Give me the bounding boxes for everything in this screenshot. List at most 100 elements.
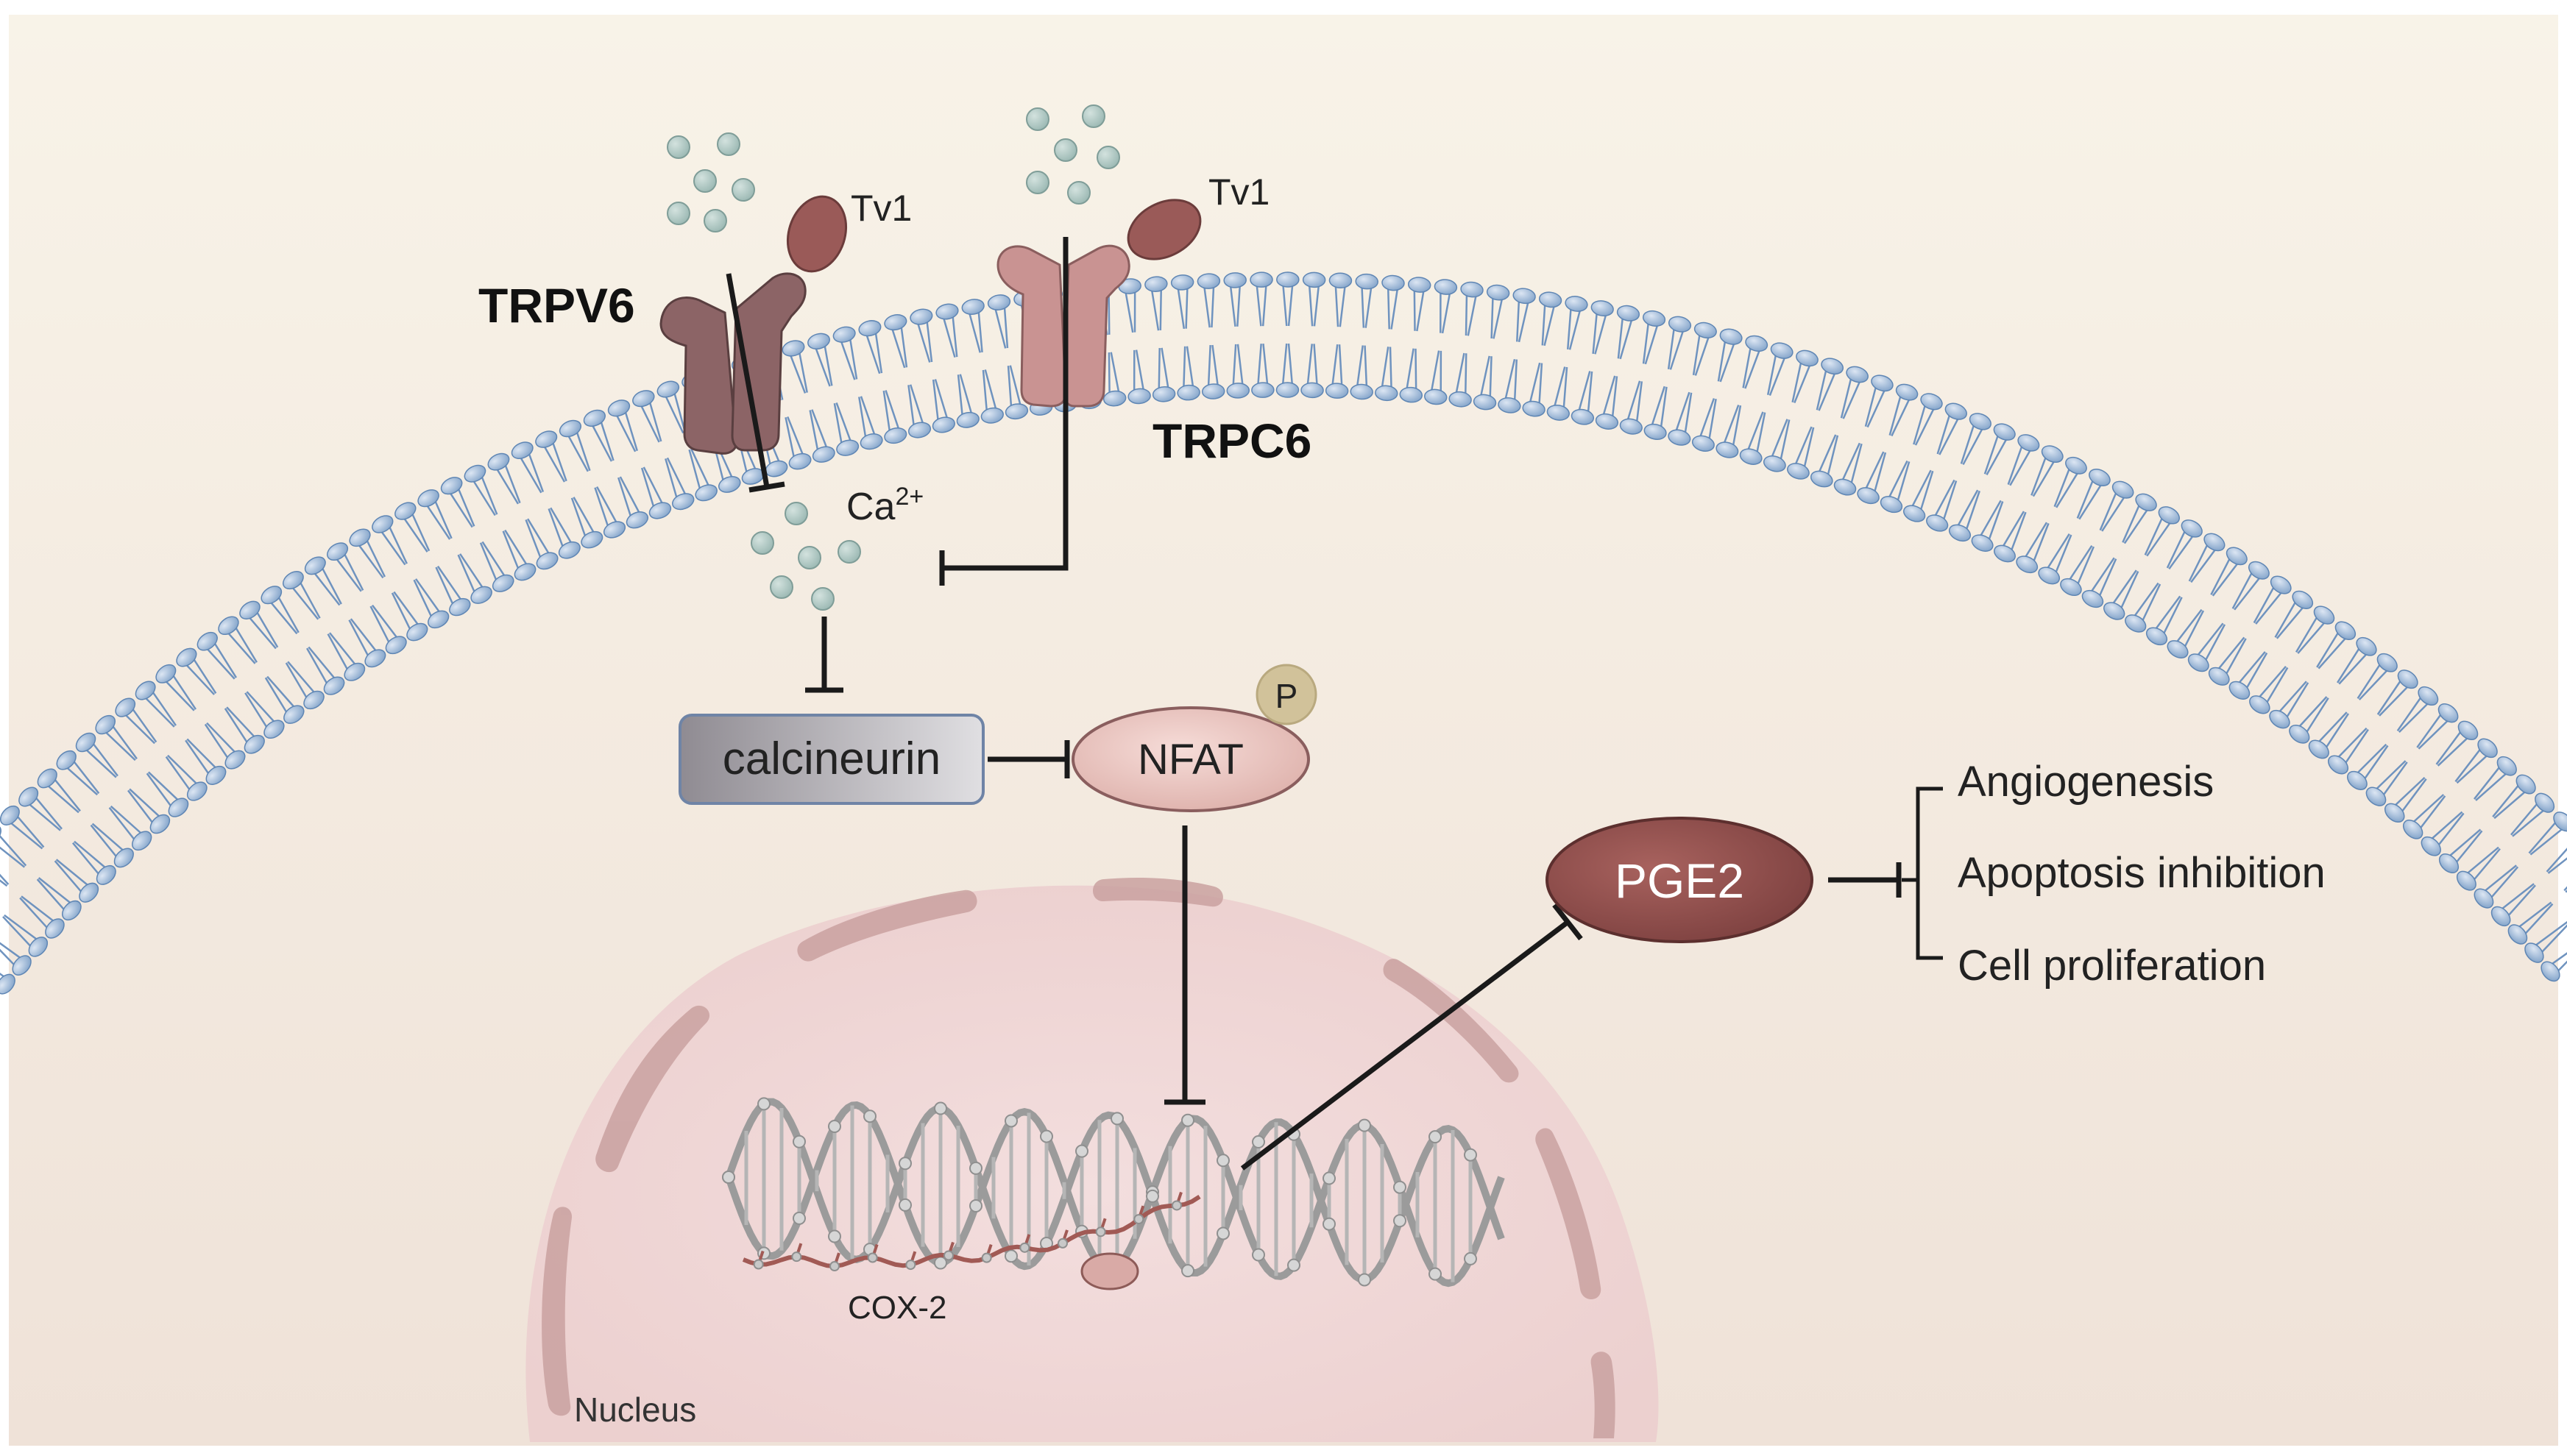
- cox2-pge2-block-line: [1240, 919, 1571, 1171]
- outcome-apoptosis-inhibition: Apoptosis inhibition: [1958, 849, 2326, 897]
- tv1-antibody-left: [786, 195, 848, 273]
- lipid: [0, 973, 15, 995]
- lipid: [155, 664, 246, 770]
- lipid: [95, 714, 189, 817]
- lipid: [2249, 606, 2335, 714]
- lipid: [327, 542, 407, 655]
- lipid: [18, 786, 116, 885]
- lipid: [1787, 358, 1844, 480]
- lipid: [1763, 349, 1819, 472]
- lipid: [782, 340, 835, 463]
- lipid: [2384, 720, 2479, 823]
- lipid: [261, 586, 345, 695]
- lipid: [2167, 547, 2248, 658]
- lipid: [115, 697, 208, 801]
- lipid: [394, 502, 471, 617]
- pge2-label: PGE2: [1615, 853, 1744, 908]
- dna-node: [1393, 1180, 1406, 1194]
- lipid: [56, 750, 152, 851]
- lipid: [1619, 310, 1666, 435]
- dna-node: [793, 1134, 806, 1148]
- dna-node: [1464, 1251, 1477, 1265]
- lipid: [2328, 670, 2418, 775]
- dna-node: [863, 1109, 877, 1123]
- lipid: [1994, 445, 2064, 563]
- lipid: [417, 489, 492, 604]
- lipid: [2145, 533, 2226, 646]
- dna-node: [757, 1097, 771, 1111]
- cell-membrane: [0, 271, 2567, 995]
- lipid: [1739, 342, 1794, 465]
- dna-node: [793, 1211, 806, 1225]
- lipid: [196, 631, 285, 739]
- dna-node: [828, 1229, 841, 1243]
- lipid: [135, 681, 227, 785]
- cox2-mrna: [742, 1191, 1201, 1272]
- trpc6-label: TRPC6: [1153, 413, 1311, 468]
- lipid: [1716, 335, 1768, 458]
- tv1-trpv6-block-bar: [748, 481, 785, 493]
- lipid: [1223, 272, 1250, 399]
- dna-node: [899, 1157, 912, 1171]
- mrna-node: [791, 1251, 802, 1263]
- lipid: [304, 556, 386, 668]
- lipid: [372, 515, 450, 629]
- lipid: [1571, 300, 1614, 425]
- lipid: [1880, 393, 1943, 514]
- lipid: [2346, 686, 2439, 790]
- lipid: [2456, 792, 2555, 891]
- lipid: [0, 824, 82, 921]
- lipid: [1857, 383, 1919, 505]
- nfat-ellipse: [1072, 706, 1310, 812]
- lipid: [2269, 621, 2357, 729]
- lipid: [559, 419, 626, 539]
- lipid: [2421, 756, 2517, 856]
- dna-node: [1323, 1217, 1336, 1231]
- dna-node: [1358, 1118, 1371, 1132]
- phospho-circle: [1256, 664, 1317, 725]
- mrna-node: [753, 1259, 764, 1270]
- lipid: [1473, 284, 1510, 411]
- lipid: [511, 441, 581, 559]
- trpv6-label: TRPV6: [478, 278, 635, 333]
- dna-node: [828, 1120, 841, 1134]
- lipid: [2308, 653, 2398, 759]
- lipid: [1118, 278, 1151, 405]
- lipid: [535, 430, 603, 549]
- lipid: [807, 333, 860, 456]
- lipid: [1833, 374, 1894, 496]
- dna-node: [1252, 1248, 1265, 1262]
- lipid: [239, 600, 325, 710]
- trpc6-subunit-left: [996, 245, 1067, 408]
- calcium-charge: 2+: [895, 483, 924, 511]
- lipid: [176, 647, 265, 754]
- lipid: [1300, 271, 1326, 399]
- dna-node: [1111, 1112, 1124, 1126]
- lipid: [884, 314, 932, 438]
- calcium-label: Ca2+: [846, 483, 924, 528]
- lipid: [1595, 305, 1640, 430]
- cox2-label: COX-2: [848, 1290, 946, 1326]
- phospho-label: P: [1275, 677, 1298, 715]
- polymerase-blob: [1080, 1252, 1139, 1290]
- lipid: [2038, 469, 2111, 585]
- mrna-node: [1058, 1237, 1068, 1249]
- nucleus-label: Nucleus: [574, 1391, 696, 1429]
- lipid: [607, 399, 672, 519]
- lipid: [2289, 636, 2377, 744]
- lipid: [1691, 328, 1743, 452]
- dna-node: [899, 1198, 912, 1212]
- nucleus-body: [525, 885, 1659, 1442]
- lipid: [1498, 288, 1536, 413]
- dna-node: [1428, 1130, 1442, 1144]
- lipid: [218, 616, 305, 724]
- lipid: [1522, 291, 1562, 417]
- mrna-strand: [742, 1194, 1201, 1269]
- lipid: [1325, 272, 1353, 399]
- lipid: [935, 303, 980, 428]
- lipid: [632, 390, 695, 511]
- dna-node: [969, 1161, 982, 1175]
- lipid: [2016, 456, 2087, 574]
- trpc6-ca-block-line: [942, 237, 1069, 571]
